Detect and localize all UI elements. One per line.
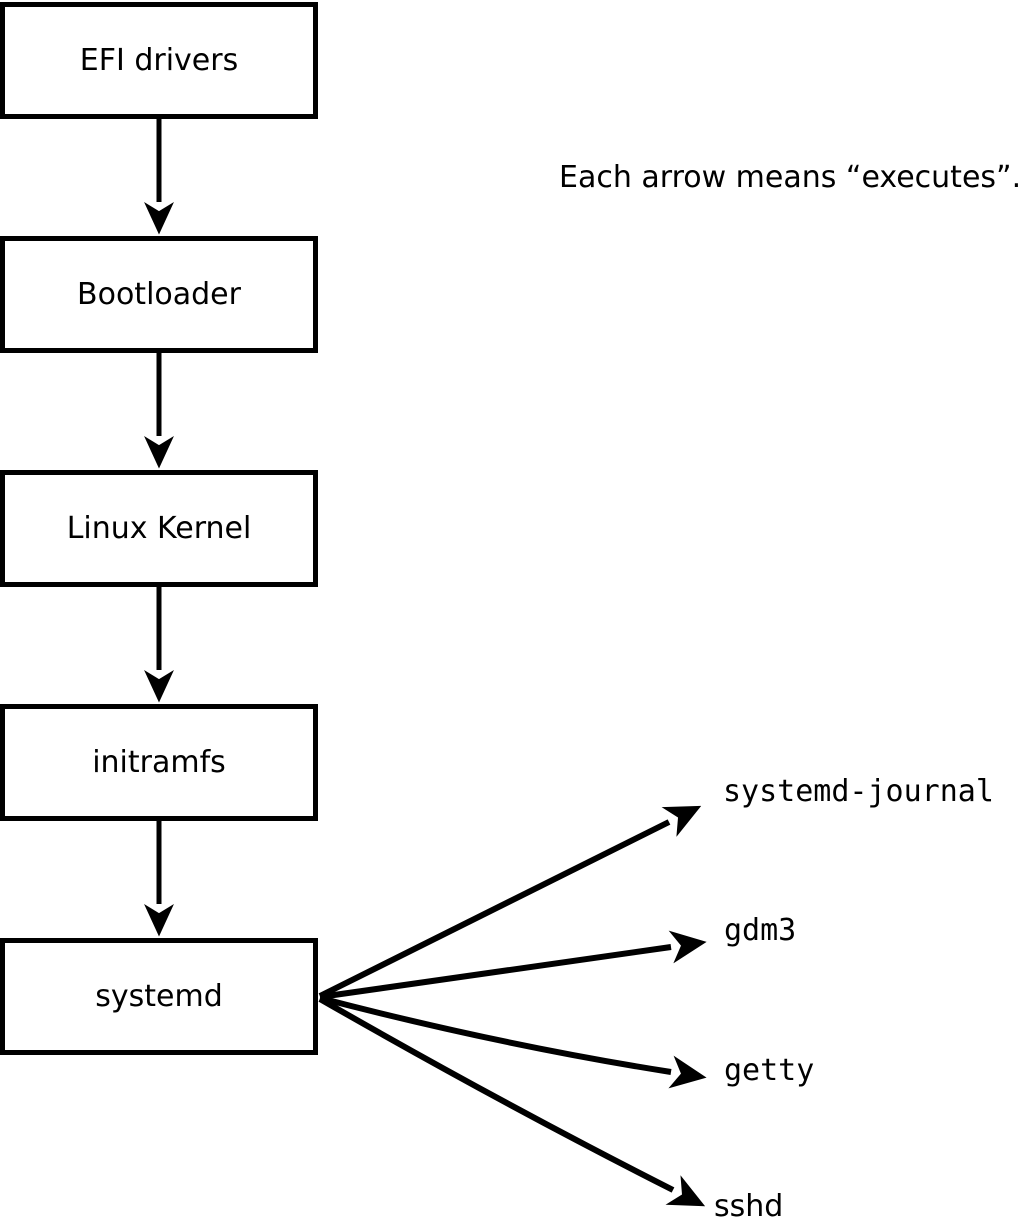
arrow-systemd-to-systemd-journal xyxy=(318,805,702,999)
fan-label-sshd: sshd xyxy=(714,1189,784,1224)
node-systemd: systemd xyxy=(0,938,318,1055)
node-bootloader-label: Bootloader xyxy=(77,276,241,312)
fan-label-gdm3: gdm3 xyxy=(724,913,797,948)
node-bootloader: Bootloader xyxy=(0,236,318,353)
fan-label-systemd-journal: systemd-journal xyxy=(723,774,994,809)
node-initramfs-label: initramfs xyxy=(92,744,226,780)
node-initramfs: initramfs xyxy=(0,704,318,821)
arrow-systemd-to-sshd xyxy=(318,996,706,1207)
node-efi-drivers-label: EFI drivers xyxy=(79,42,239,78)
node-linux-kernel: Linux Kernel xyxy=(0,470,318,587)
arrow-meaning-annotation: Each arrow means “executes”. xyxy=(559,160,1022,195)
node-systemd-label: systemd xyxy=(95,978,223,1014)
arrow-systemd-to-gdm3 xyxy=(319,930,707,1000)
node-efi-drivers: EFI drivers xyxy=(0,2,318,119)
fan-label-getty: getty xyxy=(724,1053,815,1088)
node-linux-kernel-label: Linux Kernel xyxy=(66,510,252,546)
arrow-systemd-to-getty xyxy=(319,995,707,1089)
